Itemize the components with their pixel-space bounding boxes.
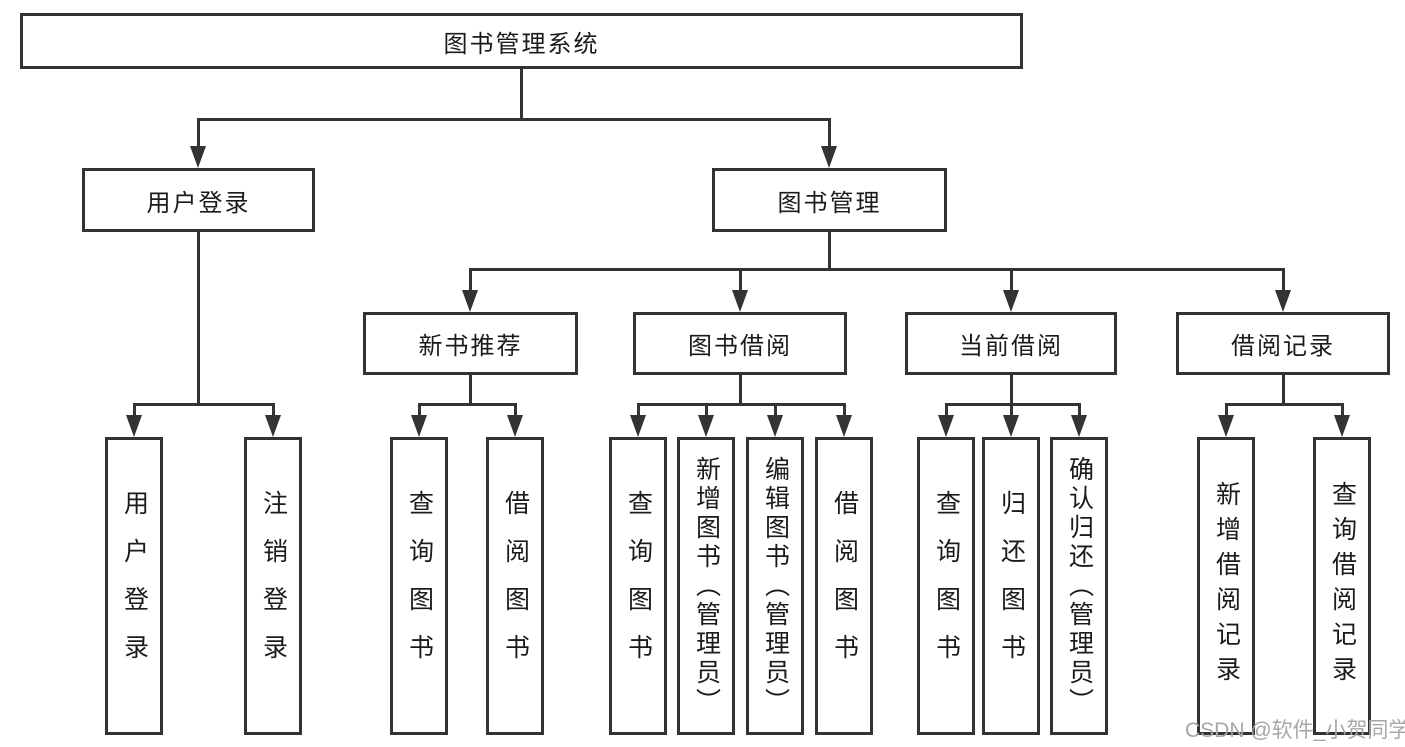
edge-stem-leaf	[705, 403, 708, 415]
edge-stem-leaf	[514, 403, 517, 415]
node-confirm-return-admin: 确认归还（管理员）	[1050, 437, 1108, 735]
edge-stem-leaf	[1341, 403, 1344, 415]
arrowhead	[938, 415, 954, 437]
arrowhead	[836, 415, 852, 437]
edge-book-management-split	[469, 268, 1285, 271]
arrowhead	[1003, 290, 1019, 312]
edge-user-login-stem	[197, 232, 200, 403]
edge-stem-leaf	[133, 403, 136, 415]
node-label: 新书推荐	[418, 333, 523, 360]
arrowhead	[821, 146, 837, 168]
node-label: 借阅记录	[1231, 333, 1335, 360]
node-label: 查询借阅记录	[1328, 481, 1357, 691]
csdn-watermark: CSDN @软件_小贺同学	[1185, 719, 1405, 742]
edge-stem-leaf	[272, 403, 275, 415]
node-label: 归还图书	[997, 490, 1026, 682]
edge-user-login-split	[133, 403, 275, 406]
node-book-management: 图书管理	[712, 168, 947, 232]
edge-new-book-split	[418, 403, 517, 406]
node-user-login-leaf: 用户登录	[105, 437, 163, 735]
edge-stem-leaf	[1225, 403, 1228, 415]
edge-stem-leaf	[945, 403, 948, 415]
node-label: 当前借阅	[959, 333, 1063, 360]
node-label: 查询图书	[932, 490, 961, 682]
arrowhead	[462, 290, 478, 312]
edge-stem-user-login	[197, 118, 200, 146]
edge-stem-leaf	[1010, 403, 1013, 415]
edge-new-book-stem	[469, 375, 472, 403]
node-add-borrow-record: 新增借阅记录	[1197, 437, 1255, 735]
node-user-login: 用户登录	[82, 168, 315, 232]
node-borrow-books-recommend: 借阅图书	[486, 437, 544, 735]
arrowhead	[265, 415, 281, 437]
node-label: 用户登录	[120, 490, 149, 682]
node-label: 图书管理系统	[443, 30, 600, 58]
node-book-borrowing: 图书借阅	[633, 312, 847, 375]
node-label: 图书管理	[777, 189, 882, 217]
arrowhead	[411, 415, 427, 437]
arrowhead	[190, 146, 206, 168]
node-query-borrow-record: 查询借阅记录	[1313, 437, 1371, 735]
arrowhead	[1071, 415, 1087, 437]
arrowhead	[1218, 415, 1234, 437]
node-label: 查询图书	[405, 490, 434, 682]
node-borrow-books: 借阅图书	[815, 437, 873, 735]
arrowhead	[126, 415, 142, 437]
edge-borrowing-records-stem	[1282, 375, 1285, 403]
arrowhead	[630, 415, 646, 437]
node-label: 注销登录	[259, 490, 288, 682]
node-library-management-system: 图书管理系统	[20, 13, 1023, 69]
node-label: 确认归还（管理员）	[1065, 455, 1094, 717]
arrowhead	[1275, 290, 1291, 312]
node-label: 新增借阅记录	[1212, 481, 1241, 691]
edge-root-stem	[520, 69, 523, 118]
arrowhead	[767, 415, 783, 437]
node-label: 编辑图书（管理员）	[761, 455, 790, 717]
arrowhead	[1334, 415, 1350, 437]
node-query-books-current: 查询图书	[917, 437, 975, 735]
edge-stem-leaf	[843, 403, 846, 415]
node-label: 新增图书（管理员）	[692, 455, 721, 717]
edge-stem-leaf	[637, 403, 640, 415]
node-logout: 注销登录	[244, 437, 302, 735]
arrowhead	[1003, 415, 1019, 437]
node-return-books: 归还图书	[982, 437, 1040, 735]
edge-borrowing-records-split	[1225, 403, 1344, 406]
edge-stem-current-borrowing	[1010, 268, 1013, 290]
node-query-books-recommend: 查询图书	[390, 437, 448, 735]
node-label: 借阅图书	[830, 490, 859, 682]
node-query-books-borrowing: 查询图书	[609, 437, 667, 735]
edge-stem-book-management	[828, 118, 831, 146]
arrowhead	[507, 415, 523, 437]
edge-root-split	[197, 118, 831, 121]
arrowhead	[698, 415, 714, 437]
node-current-borrowing: 当前借阅	[905, 312, 1117, 375]
edge-book-borrowing-stem	[739, 375, 742, 403]
edge-current-borrowing-stem	[1010, 375, 1013, 403]
edge-book-borrowing-split	[637, 403, 846, 406]
node-label: 用户登录	[146, 189, 251, 217]
edge-book-management-stem	[828, 232, 831, 268]
edge-stem-book-borrowing	[739, 268, 742, 290]
edge-stem-new-book	[469, 268, 472, 290]
edge-stem-borrowing-records	[1282, 268, 1285, 290]
edge-stem-leaf	[1078, 403, 1081, 415]
edge-stem-leaf	[774, 403, 777, 415]
arrowhead	[732, 290, 748, 312]
edge-stem-leaf	[418, 403, 421, 415]
edge-current-borrowing-split	[945, 403, 1081, 406]
node-new-book-recommendation: 新书推荐	[363, 312, 578, 375]
node-borrowing-records: 借阅记录	[1176, 312, 1390, 375]
node-add-books-admin: 新增图书（管理员）	[677, 437, 735, 735]
node-label: 查询图书	[624, 490, 653, 682]
node-edit-books-admin: 编辑图书（管理员）	[746, 437, 804, 735]
node-label: 借阅图书	[501, 490, 530, 682]
node-label: 图书借阅	[688, 333, 792, 360]
